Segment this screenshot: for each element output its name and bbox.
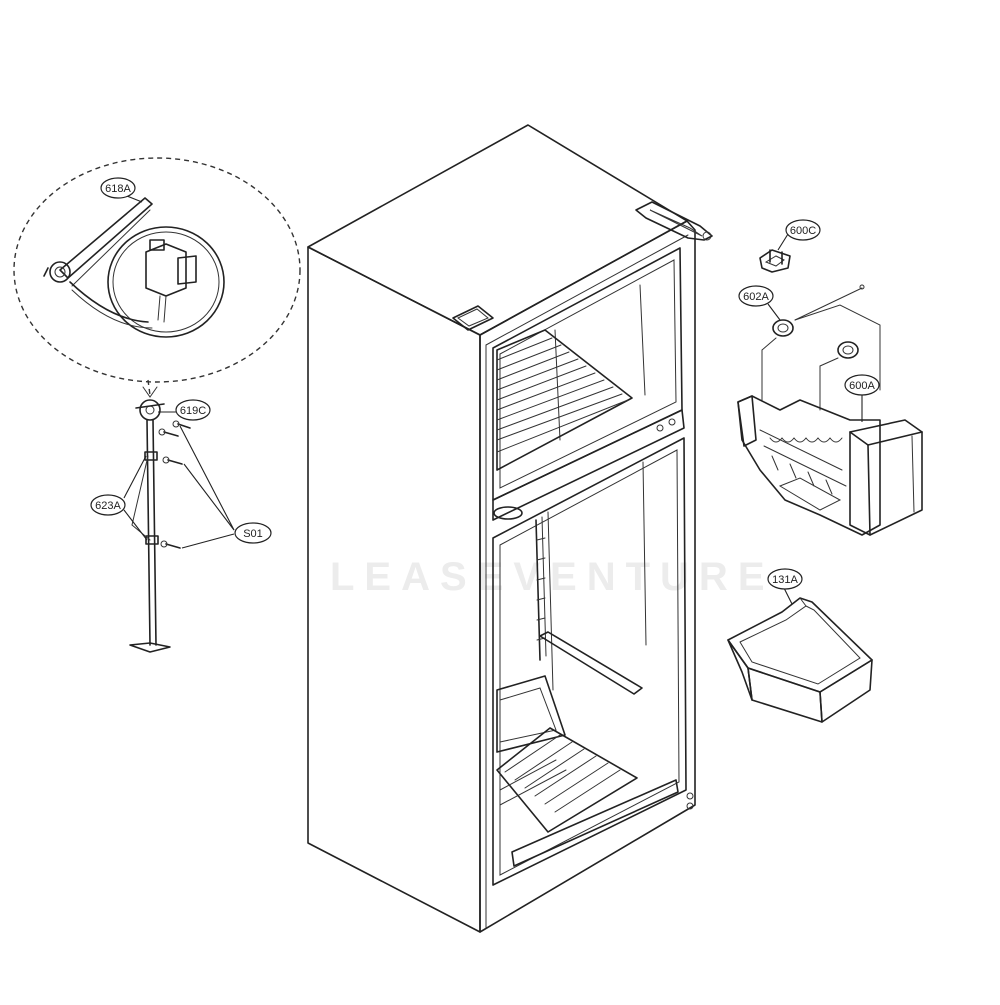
screw: [160, 540, 181, 549]
callout-label: 602A: [743, 291, 769, 303]
screw: [172, 420, 191, 429]
detail-circle: [13, 157, 301, 383]
screw: [162, 456, 183, 465]
watermark-text: LEASEVENTURE: [330, 555, 775, 599]
screw: [158, 428, 179, 437]
callout-label: 619C: [180, 405, 206, 417]
freezer-shelf: [496, 329, 633, 471]
refrigerator-cabinet: [307, 124, 713, 933]
callout-602a: 602A: [738, 285, 781, 321]
fresh-food-compartment: [492, 437, 694, 886]
callout-618a: 618A: [100, 177, 143, 203]
callout-label: 623A: [95, 500, 121, 512]
bracket-600c: [759, 249, 791, 273]
callout-600a: 600A: [844, 374, 880, 422]
callout-619c: 619C: [158, 399, 211, 421]
callout-600c: 600C: [777, 219, 821, 251]
top-hinge: [635, 201, 713, 241]
grommet-602a: [772, 319, 794, 337]
callout-131a: 131A: [767, 568, 803, 605]
cabinet-front: [479, 220, 696, 933]
grommet-602a: [837, 341, 859, 359]
ice-bin-131a: [727, 597, 873, 723]
callout-label: 600A: [849, 380, 875, 392]
top-control-box: [452, 305, 494, 331]
crisper-cover: [496, 675, 566, 753]
bottom-rack: [496, 727, 638, 833]
freezer-compartment: [492, 247, 685, 521]
callout-label: 600C: [790, 225, 816, 237]
callout-label: 131A: [772, 574, 798, 586]
cabinet-top: [307, 124, 688, 336]
callout-label: S01: [243, 528, 263, 540]
harness-wire: [794, 287, 863, 321]
callout-s01: S01: [179, 425, 272, 549]
ice-maker-600a: [737, 395, 923, 536]
callout-label: 618A: [105, 183, 131, 195]
water-line-assembly: [129, 399, 191, 653]
callout-623a: 623A: [90, 455, 148, 541]
water-valve-detail: [13, 157, 301, 398]
